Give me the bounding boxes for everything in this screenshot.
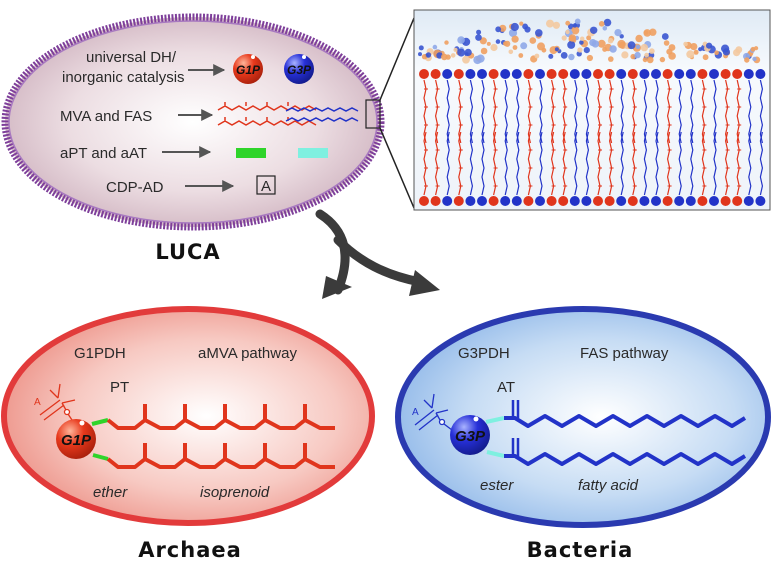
bacteria-ester-links	[485, 416, 505, 458]
bacteria-chain: fatty acid	[578, 477, 639, 494]
bacteria-fatty-acid-chains	[504, 414, 747, 466]
archaea-linkage: ether	[93, 484, 128, 501]
luca-row1-line1: universal DH/	[86, 49, 177, 66]
archaea-membrane	[1, 306, 375, 526]
arrow-to-archaea-head	[322, 276, 352, 299]
lipid-heads	[419, 69, 766, 206]
svg-text:G1P: G1P	[236, 63, 261, 77]
archaea-enzyme: G1PDH	[74, 345, 126, 362]
luca-cyan-bar	[298, 148, 328, 158]
luca-g3p-ball: G3P	[284, 54, 314, 84]
bacteria-linkage: ester	[480, 477, 514, 494]
bacteria-enzyme: G3PDH	[458, 345, 510, 362]
archaea-pathway: aMVA pathway	[198, 345, 297, 362]
bacteria-head-group	[414, 393, 453, 431]
archaea-ether-links	[91, 418, 109, 461]
divergence-arrows	[315, 209, 440, 299]
luca-title: LUCA	[155, 240, 220, 264]
luca-fatty-acid-chains	[285, 107, 359, 122]
archaea-isoprenoid-chains	[106, 404, 335, 469]
luca-cell: universal DH/ inorganic catalysis G1P G3…	[1, 13, 385, 231]
archaea-chain: isoprenoid	[200, 484, 270, 501]
membrane-inset	[413, 9, 771, 211]
luca-row4-label: CDP-AD	[106, 179, 164, 196]
luca-g1p-ball: G1P	[233, 54, 263, 84]
svg-text:G3P: G3P	[455, 428, 486, 445]
luca-letter-box	[256, 175, 276, 195]
zoom-line-top	[379, 17, 415, 101]
bacteria-carbonyls	[511, 400, 520, 456]
headgroup-cloud	[418, 18, 761, 65]
bacteria-cell: G3PDH FAS pathway AT A G3P ester fa	[395, 306, 771, 528]
archaea-title: Archaea	[138, 538, 242, 561]
luca-row3-label: aPT and aAT	[60, 145, 147, 162]
bacteria-transferase: AT	[497, 379, 515, 396]
bacteria-title: Bacteria	[527, 538, 634, 561]
arrow-to-bacteria-head	[409, 270, 440, 296]
bacteria-g3p-ball: G3P	[450, 415, 490, 455]
archaea-transferase: PT	[110, 379, 129, 396]
luca-green-bar	[236, 148, 266, 158]
bacteria-head-group-label: A	[412, 407, 419, 418]
bacteria-pathway: FAS pathway	[580, 345, 669, 362]
svg-text:G1P: G1P	[61, 432, 92, 449]
archaea-head-group-label: A	[34, 397, 41, 408]
archaea-cell: G1PDH aMVA pathway PT A G1P ether isopre…	[1, 306, 375, 526]
luca-zoom-box	[365, 99, 381, 129]
luca-row1-line2: inorganic catalysis	[62, 69, 185, 86]
luca-isoprenoid-chains	[217, 102, 317, 126]
archaea-g1p-ball: G1P	[56, 419, 96, 459]
luca-letter: A	[261, 178, 271, 195]
luca-row2-label: MVA and FAS	[60, 108, 152, 125]
zoom-line-bottom	[379, 127, 415, 209]
lipid-tails	[423, 79, 764, 196]
svg-text:G3P: G3P	[287, 63, 312, 77]
